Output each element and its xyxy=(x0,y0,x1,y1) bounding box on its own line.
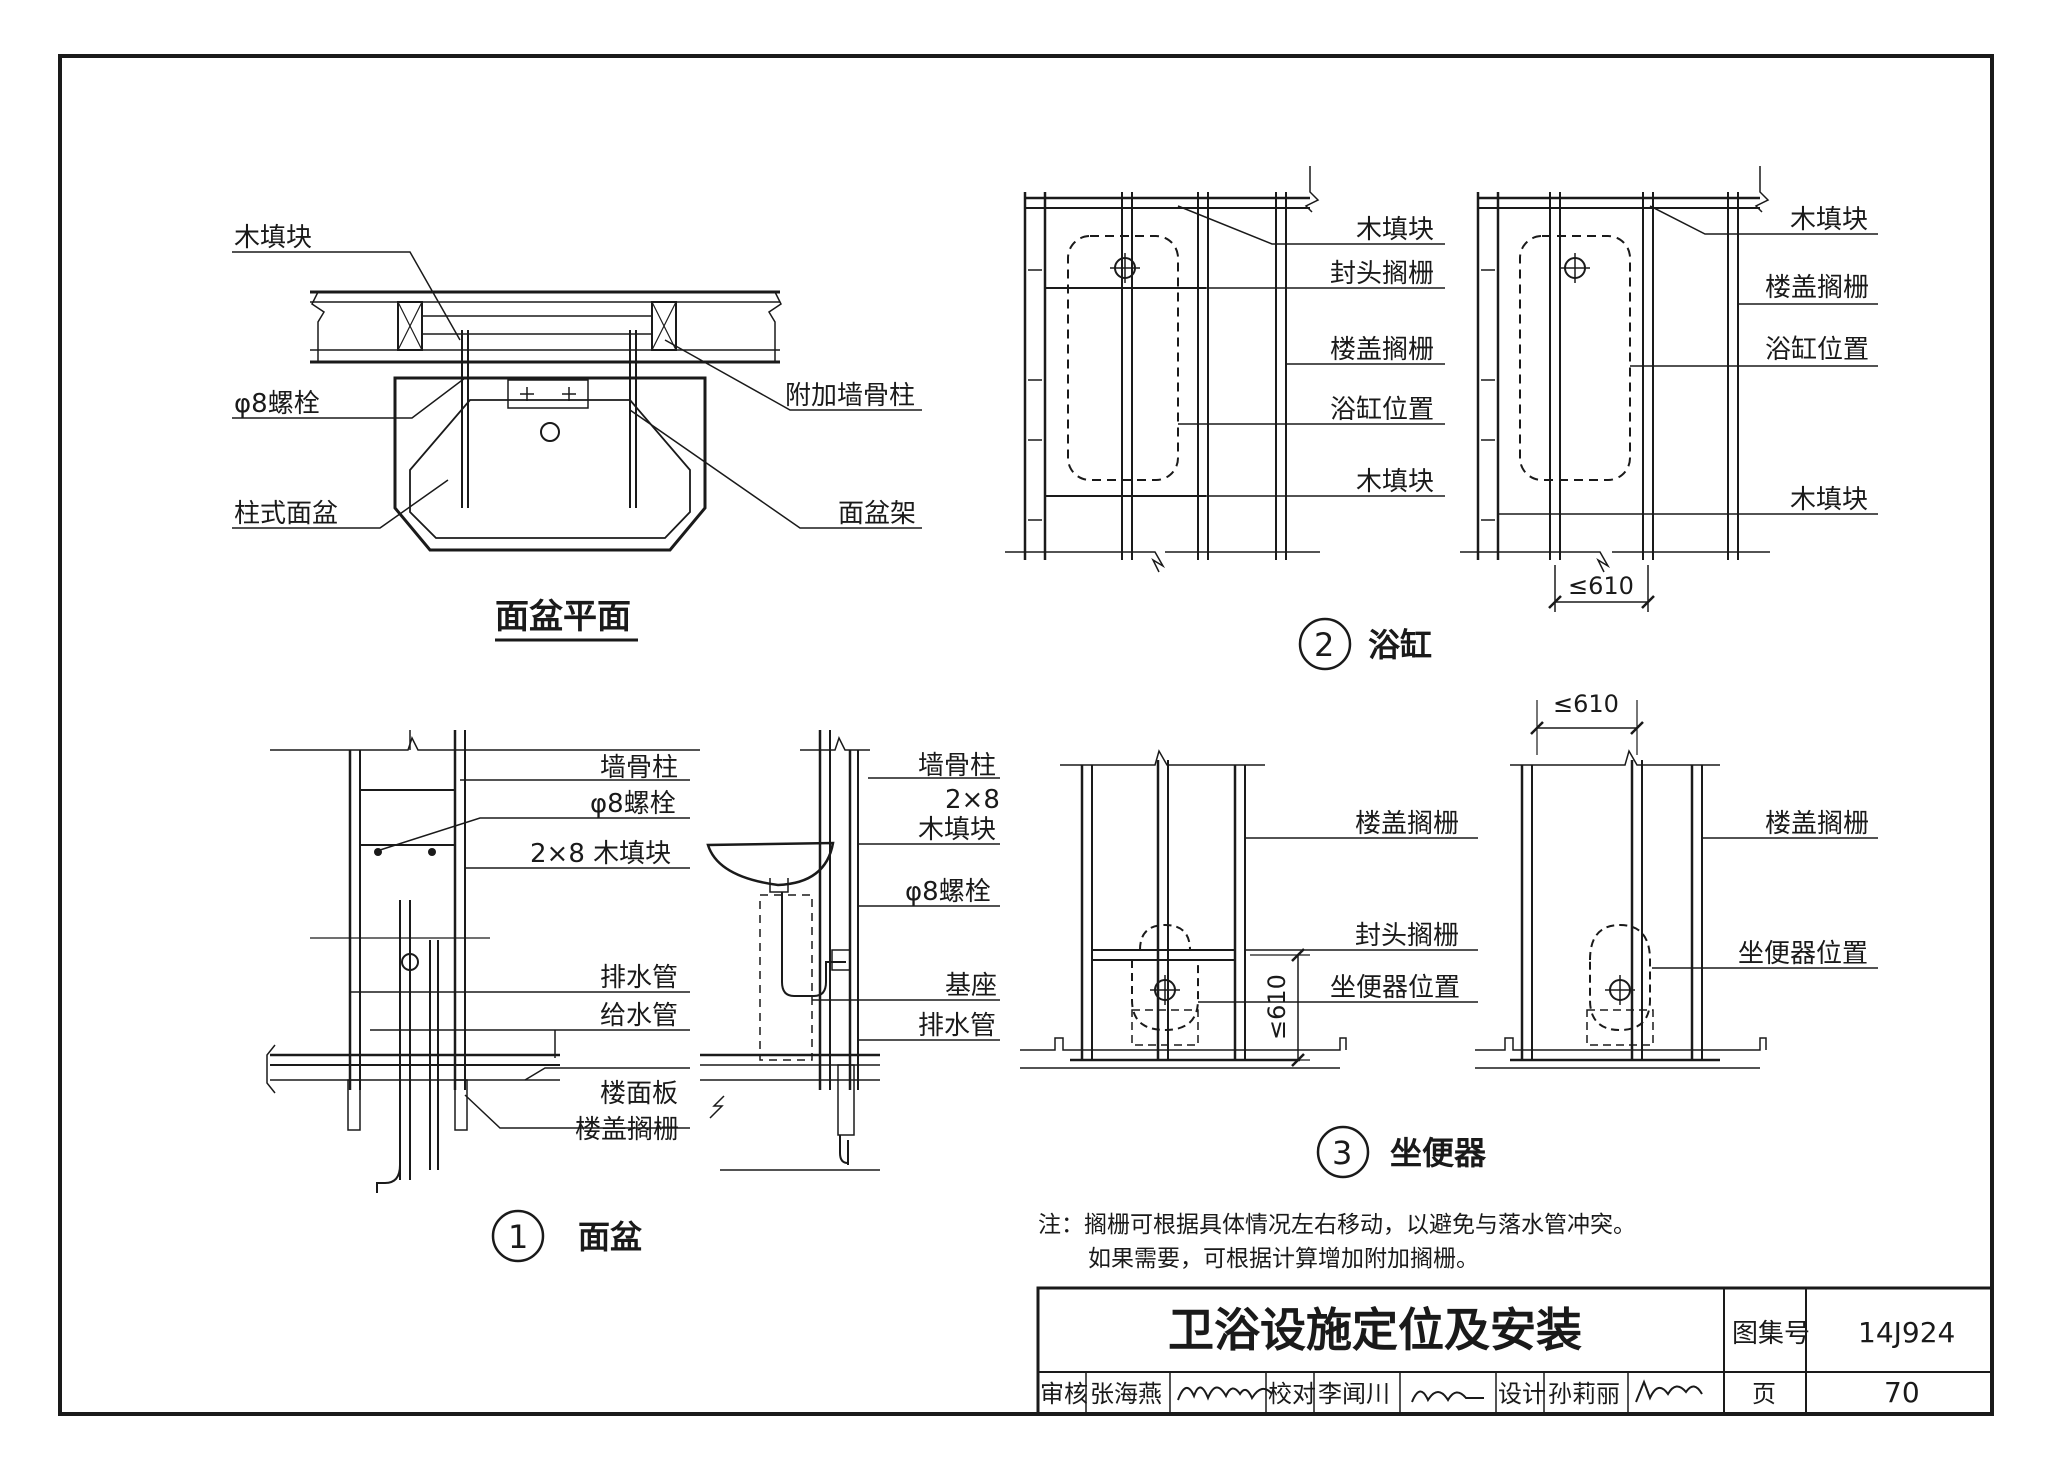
toilet-dim-top: ≤610 xyxy=(1553,690,1619,718)
basin-r-label-base: 基座 xyxy=(945,971,997,1001)
review-label: 审核 xyxy=(1040,1380,1088,1408)
label-wood-block: 木填块 xyxy=(234,223,312,253)
label-bolt: φ8螺栓 xyxy=(234,389,320,419)
basin-label-floor-joist: 楼盖搁栅 xyxy=(575,1115,679,1145)
bathtub-left-label-1: 木填块 xyxy=(1356,215,1434,245)
basin-r-label-drain: 排水管 xyxy=(918,1011,996,1041)
bathtub-left-label-2: 封头搁栅 xyxy=(1330,259,1434,289)
label-pedestal-basin: 柱式面盆 xyxy=(234,499,338,529)
bathtub-left-label-3: 楼盖搁栅 xyxy=(1330,335,1434,365)
basin-label-wood-block: 2×8 木填块 xyxy=(530,839,671,869)
sheet-title: 卫浴设施定位及安装 xyxy=(1168,1303,1582,1357)
note-line-1: 注：搁栅可根据具体情况左右移动，以避免与落水管冲突。 xyxy=(1038,1212,1636,1238)
basin-r-label-wood-block: 木填块 xyxy=(918,815,996,845)
bathtub-left-label-4: 浴缸位置 xyxy=(1330,395,1434,425)
detail-1-number: 1 xyxy=(508,1218,528,1256)
bathtub-right-label-3: 浴缸位置 xyxy=(1765,335,1869,365)
page-label: 页 xyxy=(1752,1380,1776,1408)
basin-plan-view: 木填块 φ8螺栓 柱式面盆 附加墙骨柱 面盆架 面盆平面 xyxy=(232,223,922,642)
basin-label-stud: 墙骨柱 xyxy=(600,753,678,783)
toilet-dim-side: ≤610 xyxy=(1263,974,1291,1040)
toilet-left-label-2: 封头搁栅 xyxy=(1355,921,1459,951)
reviewer-signature xyxy=(1177,1386,1273,1401)
basin-r-label-stud: 墙骨柱 xyxy=(918,751,996,781)
design-label: 设计 xyxy=(1498,1380,1546,1408)
detail-1-title: 面盆 xyxy=(578,1218,642,1256)
detail-3-number: 3 xyxy=(1332,1134,1352,1172)
detail-3-title: 坐便器 xyxy=(1390,1134,1487,1172)
basin-label-bolt: φ8螺栓 xyxy=(590,789,676,819)
label-extra-stud: 附加墙骨柱 xyxy=(785,381,915,411)
bathtub-right-label-1: 木填块 xyxy=(1790,205,1868,235)
bathtub-dim: ≤610 xyxy=(1568,572,1634,600)
detail-2-bathtub: 木填块 封头搁栅 楼盖搁栅 浴缸位置 木填块 ≤610 木填块 楼盖搁栅 xyxy=(1005,166,1878,671)
designer-signature xyxy=(1635,1379,1703,1403)
bathtub-left-label-5: 木填块 xyxy=(1356,467,1434,497)
atlas-number: 14J924 xyxy=(1858,1316,1955,1349)
title-block: 卫浴设施定位及安装 图集号 14J924 审核 张海燕 校对 李闻川 设计 孙莉… xyxy=(1036,1286,1994,1416)
note-line-2: 如果需要，可根据计算增加附加搁栅。 xyxy=(1088,1246,1479,1272)
detail-3-toilet: ≤610 楼盖搁栅 封头搁栅 坐便器位置 ≤610 楼盖搁栅 坐便器位置 xyxy=(1020,690,1878,1179)
basin-label-supply: 给水管 xyxy=(600,1001,678,1031)
detail-1-basin: 墙骨柱 φ8螺栓 2×8 木填块 排水管 给水管 楼面板 楼盖搁栅 墙骨柱 2×… xyxy=(266,730,1000,1263)
check-label: 校对 xyxy=(1268,1380,1316,1408)
checker-signature xyxy=(1411,1390,1484,1403)
basin-label-drain: 排水管 xyxy=(600,963,678,993)
bathtub-right-label-2: 楼盖搁栅 xyxy=(1765,273,1869,303)
toilet-right-label-2: 坐便器位置 xyxy=(1738,939,1868,969)
page-number: 70 xyxy=(1884,1376,1920,1409)
detail-2-title: 浴缸 xyxy=(1368,626,1432,664)
toilet-right-label-1: 楼盖搁栅 xyxy=(1765,809,1869,839)
toilet-left-label-1: 楼盖搁栅 xyxy=(1355,809,1459,839)
sheet-border xyxy=(58,54,1994,1416)
designer-name: 孙莉丽 xyxy=(1548,1380,1620,1408)
detail-2-number: 2 xyxy=(1314,626,1334,664)
label-basin-frame: 面盆架 xyxy=(838,499,916,529)
basin-r-label-2x8: 2×8 xyxy=(945,785,1000,815)
basin-label-floor-board: 楼面板 xyxy=(600,1079,678,1109)
basin-plan-title: 面盆平面 xyxy=(495,597,631,637)
reviewer-name: 张海燕 xyxy=(1090,1380,1162,1408)
basin-r-label-bolt: φ8螺栓 xyxy=(905,877,991,907)
toilet-left-label-3: 坐便器位置 xyxy=(1330,973,1460,1003)
checker-name: 李闻川 xyxy=(1318,1380,1390,1408)
atlas-label: 图集号 xyxy=(1732,1319,1810,1349)
bathtub-right-label-4: 木填块 xyxy=(1790,485,1868,515)
